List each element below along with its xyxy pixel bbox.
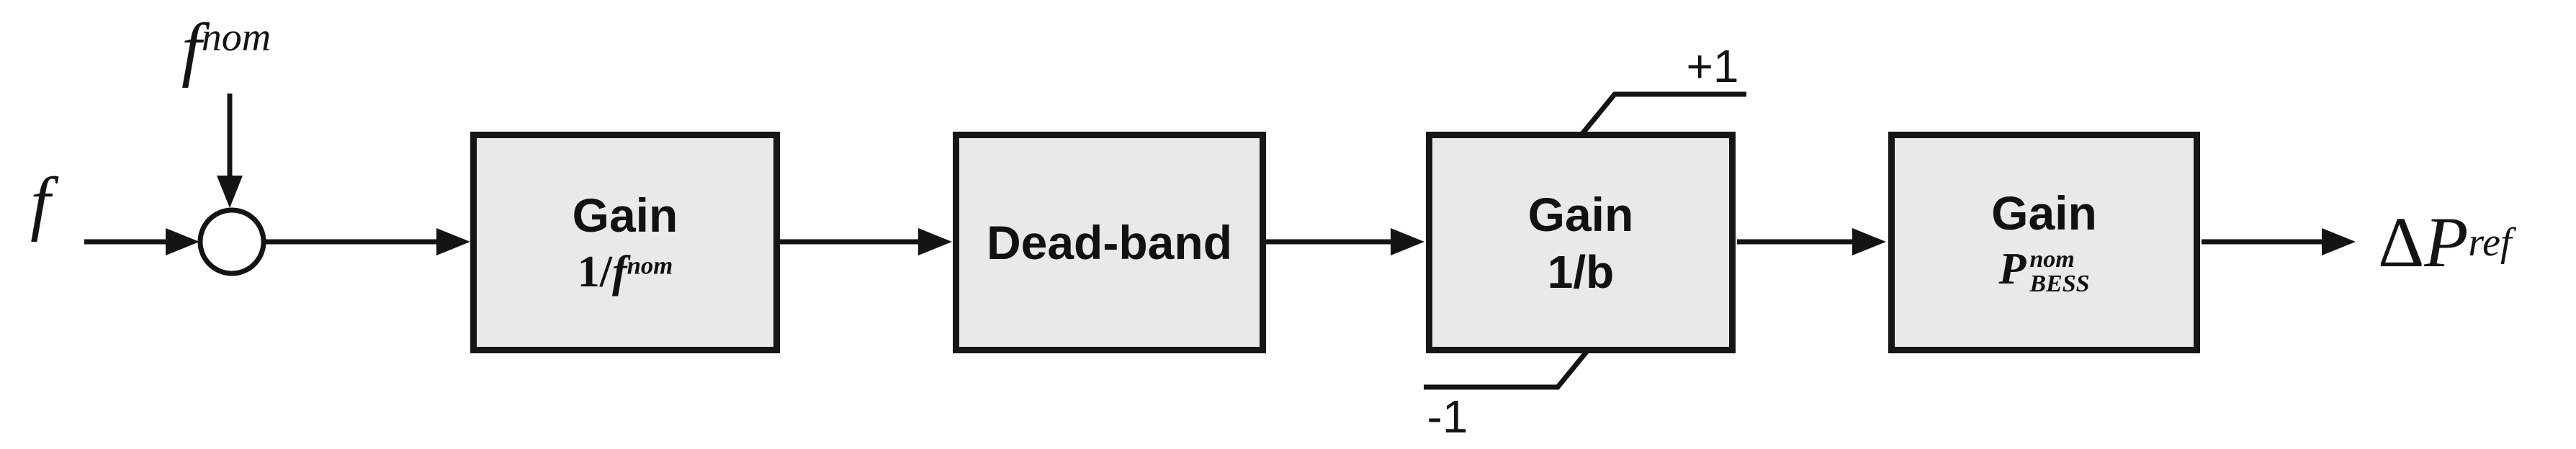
block-gain-fnom-formula: 1/fnom <box>577 247 673 296</box>
saturation-upper-mark-icon <box>1580 91 1746 136</box>
nominal-arrowhead-icon <box>217 176 243 208</box>
arrowhead-gain-fnom-icon <box>436 228 470 255</box>
formula-var: f <box>611 247 627 296</box>
nominal-frequency-label: fnom <box>181 13 271 85</box>
block-gain-1b: Gain 1/b <box>1426 132 1736 353</box>
arrowhead-deadband-icon <box>918 228 952 255</box>
input-arrowhead-icon <box>166 228 199 255</box>
output-label-delta: Δ <box>2378 202 2425 282</box>
block-gain-1b-formula: 1/b <box>1547 245 1615 298</box>
saturation-lower-label: -1 <box>1427 391 1468 443</box>
input-label: f <box>10 167 71 239</box>
arrowhead-gain-pbess-icon <box>1852 228 1886 255</box>
formula-sup: nom <box>2029 246 2075 273</box>
input-label-text: f <box>30 163 50 242</box>
nominal-label-sup: nom <box>201 15 271 60</box>
block-dead-band: Dead-band <box>953 132 1266 353</box>
summing-junction <box>197 207 266 276</box>
block-gain-pbess-title: Gain <box>1991 186 2097 240</box>
block-dead-band-title: Dead-band <box>986 215 1233 269</box>
block-gain-1b-title: Gain <box>1527 188 1634 242</box>
formula-var: P <box>1998 245 2027 294</box>
formula-prefix: 1/ <box>577 247 612 296</box>
arrowhead-gain-1b-icon <box>1391 228 1424 255</box>
block-gain-fnom: Gain 1/fnom <box>470 132 780 353</box>
output-label-sup: ref <box>2468 220 2512 265</box>
formula-sup: nom <box>627 251 673 280</box>
nominal-label-base: f <box>181 9 202 89</box>
output-label-base: P <box>2424 202 2469 282</box>
saturation-upper-label: +1 <box>1686 40 1739 92</box>
output-arrowhead-icon <box>2322 228 2356 255</box>
saturation-lower-mark-icon <box>1424 350 1589 390</box>
formula-sub: BESS <box>2029 271 2090 298</box>
block-gain-fnom-title: Gain <box>572 189 678 242</box>
